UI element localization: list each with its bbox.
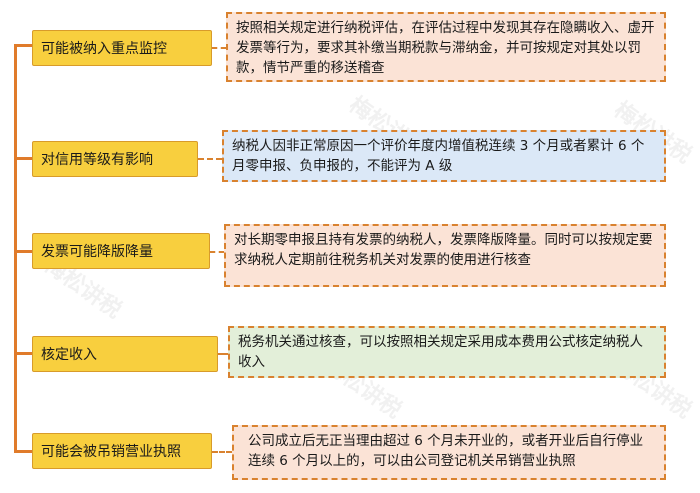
category-label-4: 核定收入 (32, 336, 218, 372)
description-box-3: 对长期零申报且持有发票的纳税人，发票降版降量。同时可以按规定要求纳税人定期前往税… (224, 224, 666, 287)
branch-line-4 (14, 352, 34, 355)
dashed-connector-3 (210, 251, 224, 253)
branch-line-2 (14, 157, 34, 160)
branch-line-3 (14, 250, 34, 253)
category-label-2: 对信用等级有影响 (32, 141, 198, 177)
branch-line-5 (14, 450, 34, 453)
description-box-1: 按照相关规定进行纳税评估，在评估过程中发现其存在隐瞒收入、虚开发票等行为，要求其… (226, 12, 666, 82)
branch-line-1 (14, 44, 34, 47)
dashed-connector-5 (212, 451, 232, 453)
category-label-5: 可能会被吊销营业执照 (32, 433, 212, 469)
category-label-3: 发票可能降版降量 (32, 233, 210, 269)
dashed-connector-4 (218, 353, 228, 355)
dashed-connector-2 (198, 158, 222, 160)
description-box-4: 税务机关通过核查，可以按照相关规定采用成本费用公式核定纳税人收入 (228, 326, 666, 378)
category-label-1: 可能被纳入重点监控 (32, 30, 212, 66)
description-box-5: 公司成立后无正当理由超过 6 个月未开业的，或者开业后自行停业连续 6 个月以上… (232, 425, 666, 480)
dashed-connector-1 (212, 47, 226, 49)
tree-trunk-line (14, 44, 17, 452)
description-box-2: 纳税人因非正常原因一个评价年度内增值税连续 3 个月或者累计 6 个月零申报、负… (222, 130, 666, 182)
